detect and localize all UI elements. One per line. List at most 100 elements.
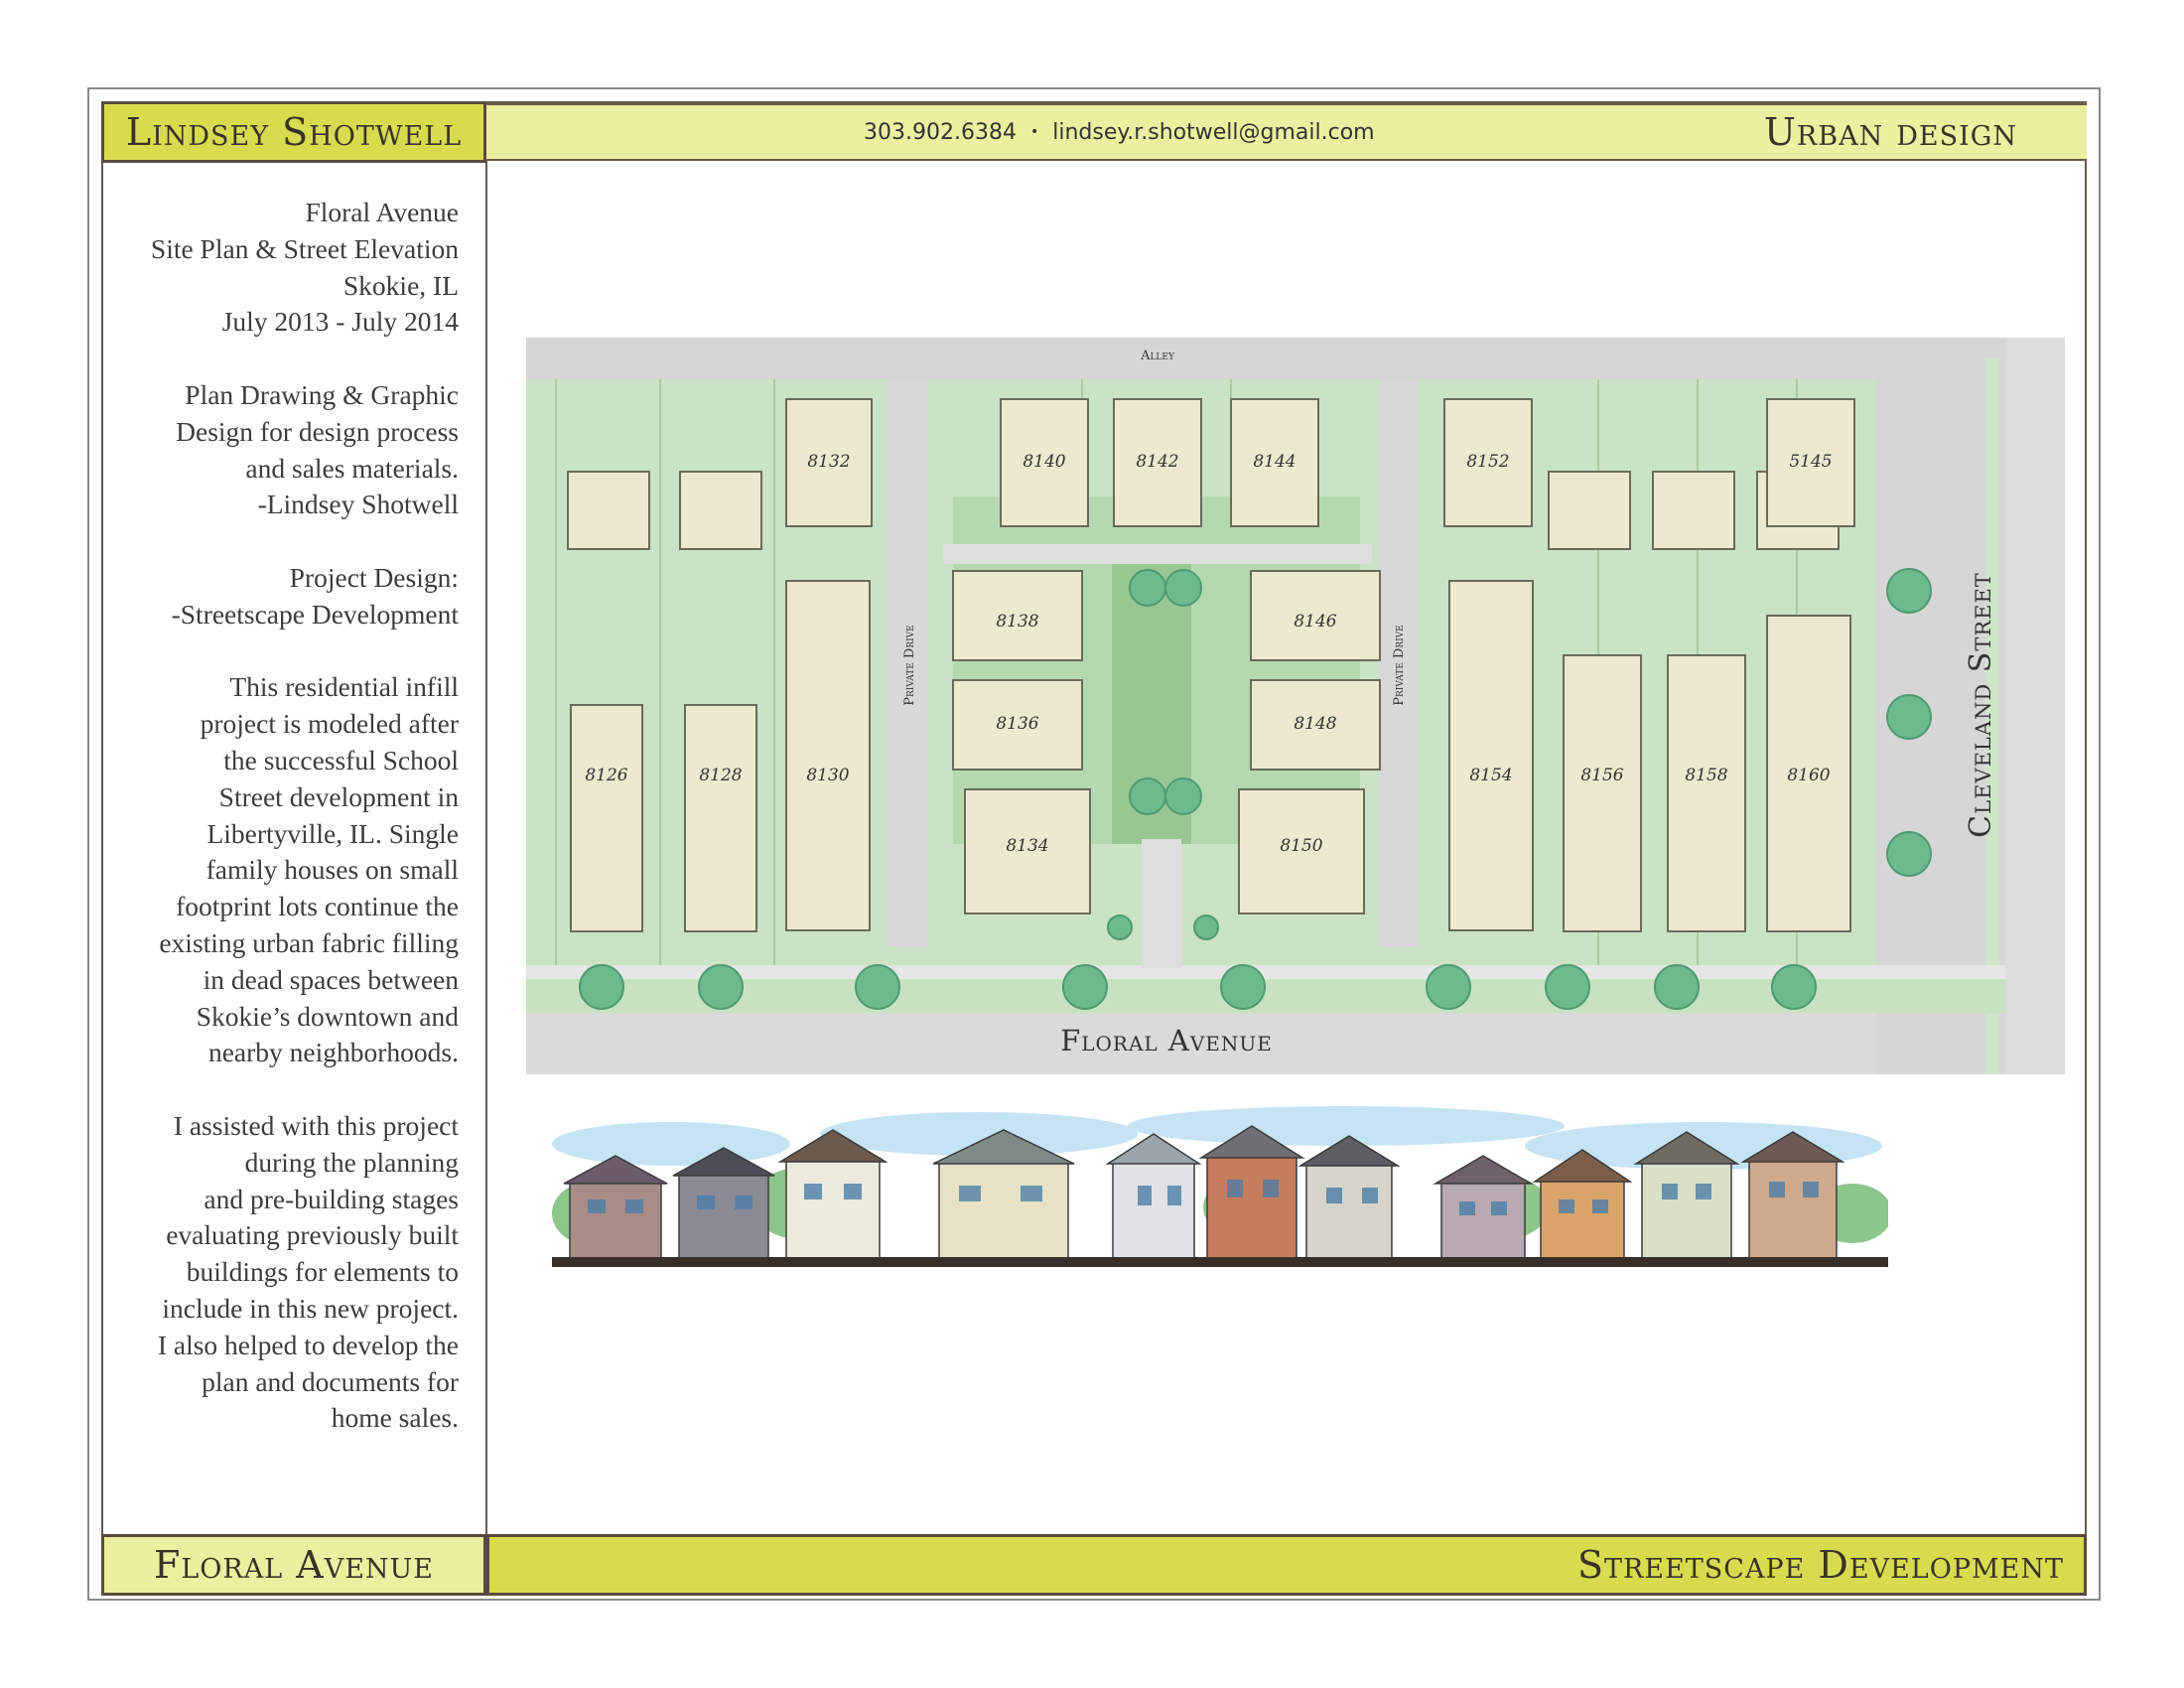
lot-number-8158: 8158 (1685, 766, 1727, 785)
house-8146 (1250, 570, 1381, 661)
lot-number-8152: 8152 (1466, 452, 1509, 472)
court-tree (1193, 914, 1219, 940)
garage-8154 (1548, 471, 1631, 550)
floral-avenue-label: Floral Avenue (1060, 1024, 1273, 1057)
street-tree (1062, 964, 1108, 1010)
footer-project-title: Floral Avenue (101, 1534, 486, 1596)
assist-paragraph: I assisted with this project during the … (117, 1108, 459, 1437)
parkway (526, 979, 2005, 1013)
house-8154 (1448, 580, 1534, 931)
project-description: Floral Avenue Site Plan & Street Elevati… (117, 195, 459, 1474)
design-line: Project Design: (289, 561, 459, 593)
private-drive-label-west: Private Drive (902, 625, 917, 706)
ground-line (552, 1257, 1888, 1267)
contact-info: 303.902.6384 • lindsey.r.shotwell@gmail.… (864, 105, 1375, 159)
design-line: -Streetscape Development (171, 598, 459, 630)
assist-line: buildings for elements to (186, 1256, 459, 1288)
assist-line: during the planning (244, 1146, 459, 1178)
role-line: -Lindsey Shotwell (257, 489, 459, 520)
assist-line: evaluating previously built (166, 1219, 459, 1251)
lot-number-8154: 8154 (1469, 766, 1512, 785)
email-address: lindsey.r.shotwell@gmail.com (1052, 119, 1375, 145)
street-tree (1886, 694, 1932, 740)
about-line: This residential infill (229, 671, 459, 703)
house-elevation (785, 1159, 881, 1262)
house-8130 (785, 580, 871, 931)
lot-number-8140: 8140 (1023, 452, 1065, 472)
alley (526, 338, 2065, 379)
street-tree (1426, 964, 1471, 1010)
house-elevation (1540, 1179, 1625, 1262)
street-tree (855, 964, 900, 1010)
role-line: Design for design process (176, 415, 459, 447)
assist-line: home sales. (331, 1402, 459, 1434)
header-bar: 303.902.6384 • lindsey.r.shotwell@gmail.… (486, 103, 2087, 161)
cross-walk (943, 544, 1372, 564)
windows (588, 1180, 1819, 1215)
house-5145 (1766, 398, 1855, 527)
about-paragraph: This residential infill project is model… (117, 669, 459, 1071)
center-walk (1142, 839, 1181, 968)
house-elevation (938, 1161, 1069, 1262)
house-8138 (952, 570, 1083, 661)
role-line: Plan Drawing & Graphic (185, 378, 459, 410)
lot-number-8136: 8136 (996, 714, 1038, 734)
project-dates: July 2013 - July 2014 (221, 306, 459, 338)
about-line: nearby neighborhoods. (207, 1037, 459, 1068)
lot-number-8160: 8160 (1787, 766, 1830, 785)
street-tree (1886, 568, 1932, 614)
assist-line: I assisted with this project (173, 1109, 459, 1141)
garage-8156 (1652, 471, 1735, 550)
house-8144 (1230, 398, 1319, 527)
house-8136 (952, 679, 1083, 771)
street-tree (1654, 964, 1700, 1010)
assist-line: and pre-building stages (204, 1183, 459, 1214)
street-tree (1220, 964, 1266, 1010)
site-plan: 8126 8128 8130 8132 8134 8136 8138 8140 … (526, 338, 2065, 1074)
phone-number: 303.902.6384 (864, 119, 1017, 145)
footer-topic: Streetscape Development (486, 1534, 2087, 1596)
project-info: Floral Avenue Site Plan & Street Elevati… (117, 195, 459, 341)
house-8126 (570, 704, 643, 932)
portfolio-category: Urban design (1763, 110, 2017, 154)
lot-number-8130: 8130 (806, 766, 849, 785)
side-parkway (1985, 357, 1999, 1074)
house-elevation (1641, 1161, 1732, 1262)
contact-separator: • (1029, 124, 1039, 140)
house-elevation (1206, 1155, 1297, 1262)
garage-8126 (567, 471, 650, 550)
project-subtitle: Site Plan & Street Elevation (150, 232, 459, 264)
alley-label: Alley (1140, 349, 1175, 363)
house-8158 (1667, 654, 1746, 932)
lot-number-8156: 8156 (1580, 766, 1623, 785)
house-elevation (1305, 1163, 1393, 1262)
lot-number-8128: 8128 (699, 766, 742, 785)
street-tree (1771, 964, 1817, 1010)
role-line: and sales materials. (245, 452, 459, 484)
lot-number-8132: 8132 (807, 452, 850, 472)
private-drive-west (888, 379, 928, 947)
street-elevation-illustration (552, 1104, 1888, 1267)
lot-number-5145: 5145 (1789, 452, 1832, 472)
assist-line: I also helped to develop the (157, 1329, 459, 1360)
about-line: Libertyville, IL. Single (206, 817, 459, 849)
lot-number-8138: 8138 (996, 612, 1038, 632)
about-line: the successful School (223, 744, 459, 775)
house-8160 (1766, 615, 1851, 932)
house-8156 (1563, 654, 1642, 932)
lot-number-8142: 8142 (1136, 452, 1178, 472)
about-line: footprint lots continue the (176, 891, 459, 922)
about-line: Street development in (218, 780, 459, 812)
about-line: project is modeled after (200, 708, 459, 740)
court-tree (1164, 777, 1202, 815)
house-8152 (1443, 398, 1533, 527)
about-line: in dead spaces between (203, 963, 459, 995)
court-tree (1164, 569, 1202, 607)
assist-line: include in this new project. (162, 1292, 459, 1324)
street-tree (1886, 831, 1932, 877)
house-8140 (1000, 398, 1089, 527)
about-line: Skokie’s downtown and (196, 1000, 459, 1032)
lot-number-8148: 8148 (1294, 714, 1336, 734)
role-info: Plan Drawing & Graphic Design for design… (117, 377, 459, 523)
design-info: Project Design: -Streetscape Development (117, 560, 459, 633)
